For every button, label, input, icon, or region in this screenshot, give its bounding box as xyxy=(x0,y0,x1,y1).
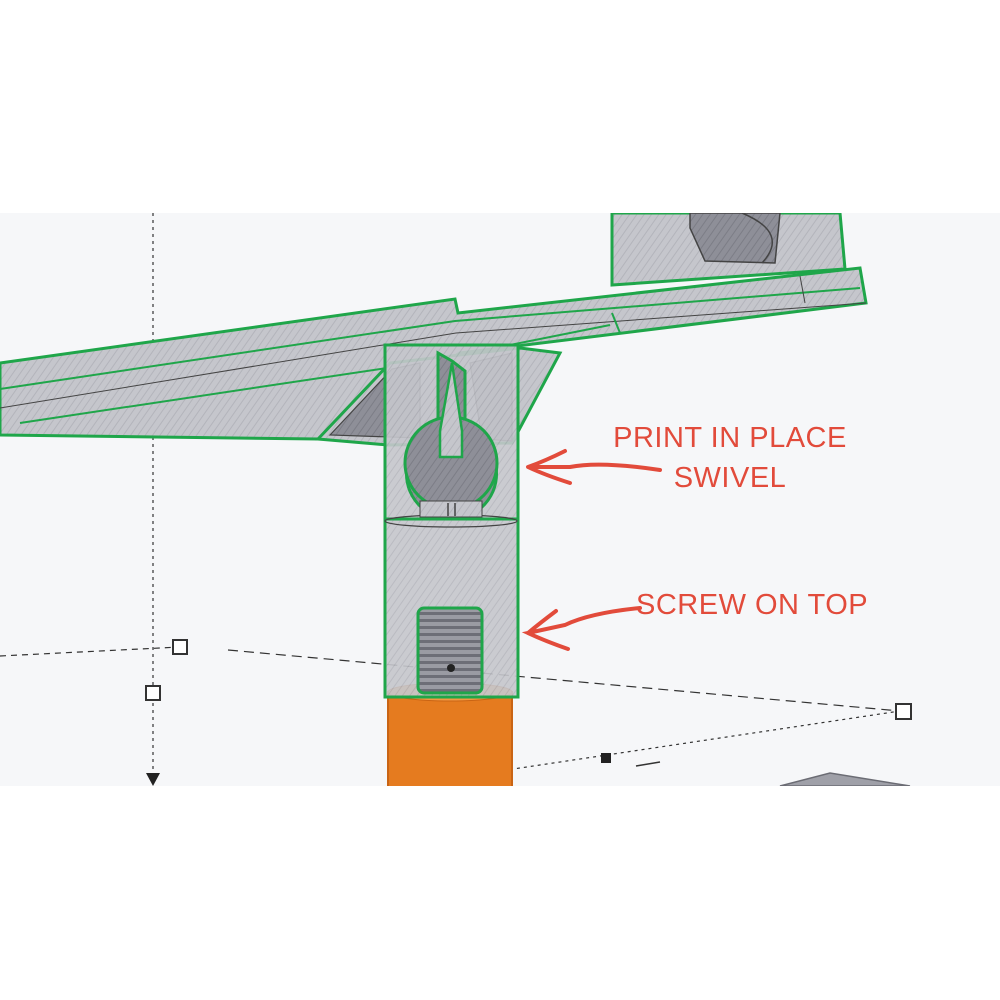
resize-handle[interactable] xyxy=(895,703,912,720)
threaded-screw[interactable] xyxy=(416,606,484,695)
swivel-ball-joint[interactable] xyxy=(403,350,499,521)
screw-annotation-label: SCREW ON TOP xyxy=(636,585,916,625)
dimension-guides xyxy=(0,213,901,784)
resize-handle[interactable] xyxy=(172,639,188,655)
swivel-annotation-label: PRINT IN PLACE SWIVEL xyxy=(580,418,880,498)
swivel-annotation-line1: PRINT IN PLACE xyxy=(613,422,847,454)
3d-viewport[interactable]: PRINT IN PLACE SWIVEL SCREW ON TOP xyxy=(0,213,1000,786)
screw-annotation-text: SCREW ON TOP xyxy=(636,589,869,621)
curved-arrow-left-icon xyxy=(521,606,642,651)
gray-shape-partial[interactable] xyxy=(779,772,911,786)
resize-handle[interactable] xyxy=(145,685,161,701)
workplane-canvas[interactable] xyxy=(0,213,1000,786)
triangle-down-icon[interactable] xyxy=(146,773,160,786)
curved-arrow-left-icon xyxy=(526,449,662,485)
dimension-tick xyxy=(635,761,661,767)
top-mount-block[interactable] xyxy=(610,213,847,287)
swivel-annotation-line2: SWIVEL xyxy=(673,462,787,494)
midpoint-handle[interactable] xyxy=(601,753,611,763)
